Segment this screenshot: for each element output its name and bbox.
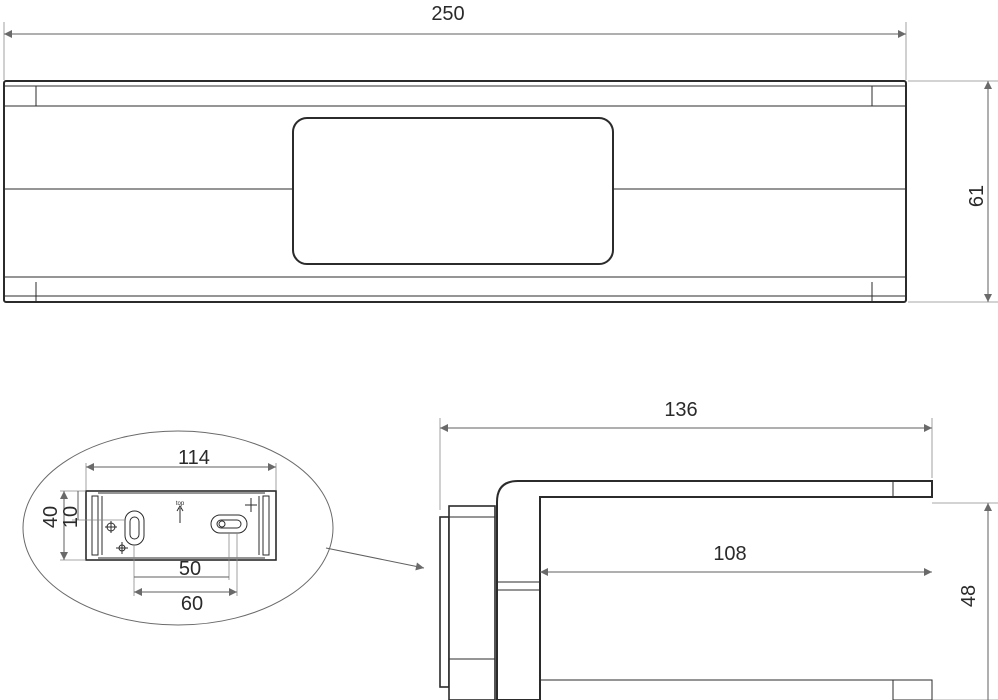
inner-width-label: 108 <box>713 543 746 565</box>
width-dimension-label: 250 <box>431 3 464 25</box>
top-marker-label: top <box>176 501 185 507</box>
height-dimension-label: 61 <box>966 185 988 207</box>
dim-40-label: 40 <box>40 506 62 528</box>
side-width-label: 136 <box>664 399 697 421</box>
mounting-plate-detail: 114 top 40 10 <box>22 430 425 626</box>
dim-50-label: 50 <box>179 558 201 580</box>
detail-width-label: 114 <box>178 447 210 469</box>
side-height-label: 48 <box>958 585 980 607</box>
mounting-block <box>448 505 496 700</box>
dim-60-label: 60 <box>181 593 203 615</box>
dim-10-label: 10 <box>60 506 82 528</box>
detail-leader-arrow <box>325 547 425 571</box>
bracket-body <box>496 480 933 700</box>
side-view: 136 48 108 <box>439 399 998 700</box>
top-view: 250 61 <box>3 3 998 303</box>
display-window <box>292 117 614 265</box>
